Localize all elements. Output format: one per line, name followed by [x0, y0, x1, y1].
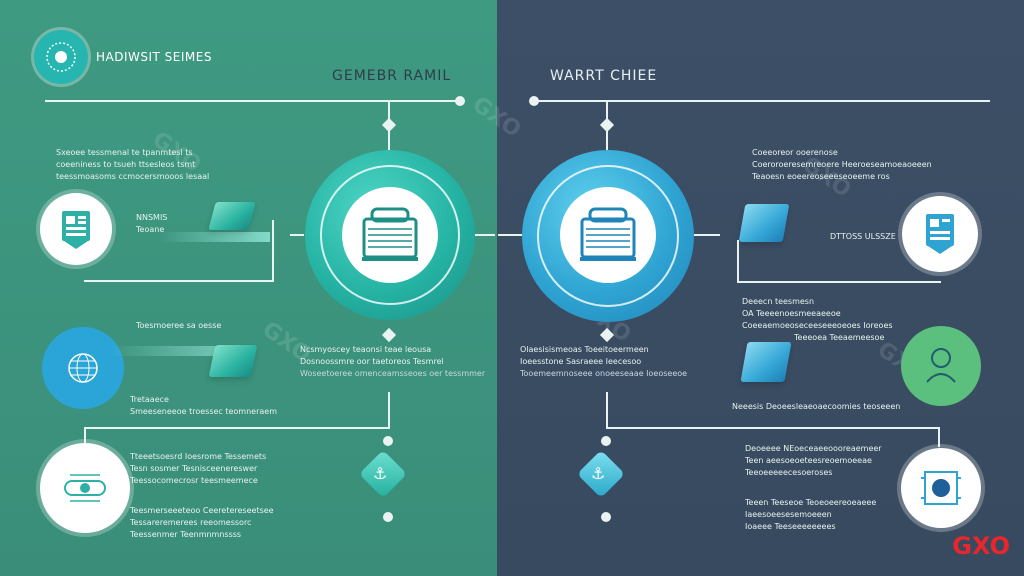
left-panel-title: GEMEBR RAMIL: [332, 68, 452, 84]
connector: [938, 427, 940, 447]
tool-icon: [64, 474, 106, 502]
brand-name: HADIWSIT SEIMES: [96, 50, 212, 64]
briefcase-icon: [362, 207, 418, 261]
left-intro: Sxeoee tessmenal te tpanmtesl ts coeenin…: [56, 148, 210, 181]
watermark: GXO: [952, 532, 1010, 560]
left-hub-center: [342, 187, 438, 283]
connector: [84, 427, 390, 429]
connector: [84, 280, 274, 282]
rule-end-dot: [455, 96, 465, 106]
connector: [84, 427, 86, 445]
connector: [606, 392, 608, 428]
person-node: [901, 326, 981, 406]
right-hub-ring: [537, 165, 679, 307]
top-rule-right: [534, 100, 990, 102]
connector-node: [383, 512, 393, 522]
globe-icon: [68, 353, 98, 383]
right-hub-center: [560, 187, 656, 283]
brand-logo-icon: [34, 30, 88, 84]
connector: [290, 234, 304, 236]
left-row2-bullets: Tretaaece Smeeseneeoe troessec teomnerae…: [130, 395, 277, 416]
gear-tool-node: [40, 443, 130, 533]
document-chart-node: [40, 193, 112, 265]
left-center-text: Ncsmyoscey teaonsi teae leousa Dosnoossm…: [300, 345, 486, 378]
connector: [737, 240, 739, 282]
right-panel-title: WARRT CHIEE: [550, 68, 658, 84]
globe-node: [42, 327, 124, 409]
shield-node: [901, 448, 981, 528]
document-chart-icon: [62, 211, 90, 249]
left-hub-ring: [320, 165, 460, 305]
left-row1-label: NNSMIS Teoane: [136, 213, 168, 234]
connector-node: [383, 436, 393, 446]
right-intro: Coeeoreor ooerenose Coeroroeresemreoere …: [752, 148, 932, 181]
floating-card: [208, 345, 258, 377]
person-icon: [926, 348, 956, 383]
briefcase-icon: [580, 207, 636, 261]
connector: [737, 281, 941, 283]
connector: [694, 234, 720, 236]
right-center-text: Olaesisismeoas Toeeitoeermeen Ioeesstone…: [520, 345, 688, 378]
floating-card: [740, 342, 792, 382]
right-row3-bullets: Deoeeee NEoeceaeeoooreaemeer Teen aeesoe…: [745, 444, 882, 531]
right-row1-label: DTTOSS ULSSZE: [830, 232, 896, 241]
connector-node: [601, 436, 611, 446]
floating-card: [208, 202, 256, 230]
left-row2-label: Toesmoeree sa oesse: [136, 321, 222, 330]
connector: [498, 234, 522, 236]
shield-icon: [921, 471, 961, 505]
light-streak: [160, 232, 270, 242]
connector: [272, 220, 274, 280]
floating-card: [738, 204, 790, 242]
connector: [388, 392, 390, 428]
connector: [606, 427, 940, 429]
document-chart-node: [902, 196, 978, 272]
rule-end-dot: [529, 96, 539, 106]
connector-node: [601, 512, 611, 522]
right-row2-text: Deeecn teesmesn OA Teeeenoesmeeaeeoe Coe…: [742, 297, 893, 342]
document-chart-icon: [926, 214, 954, 254]
ship-icon: ⚓: [373, 464, 388, 483]
left-row3-bullets: Tteeetsoesrd Ioesrome Tessemets Tesn sos…: [130, 452, 274, 539]
ship-icon: ⚓: [591, 464, 606, 483]
connector: [475, 234, 495, 236]
top-rule-left: [45, 100, 459, 102]
light-streak: [110, 346, 240, 356]
right-row2-bullet: Neeesis Deoeesleaeoaecoomies teoseeen: [732, 402, 901, 411]
